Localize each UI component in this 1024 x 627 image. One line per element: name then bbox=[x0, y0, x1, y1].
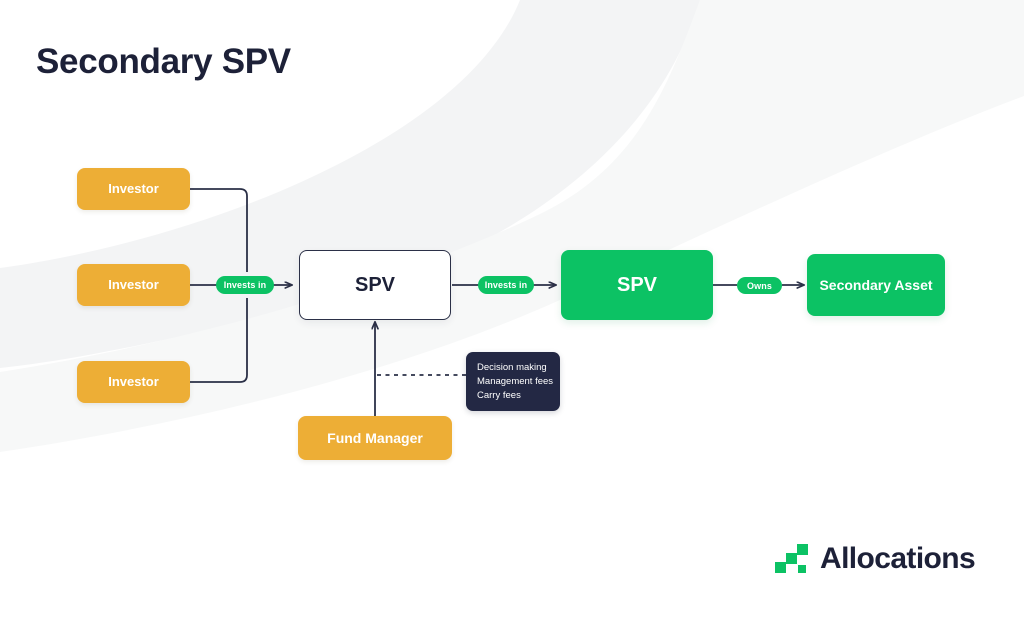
edge-label-invests-in-1: Invests in bbox=[216, 276, 274, 294]
allocations-mark-icon bbox=[775, 543, 811, 575]
secondary-asset-node[interactable]: Secondary Asset bbox=[807, 254, 945, 316]
investor-node-3-label: Investor bbox=[108, 374, 159, 390]
edge-label-invests-in-2-text: Invests in bbox=[484, 280, 528, 290]
allocations-wordmark: Allocations bbox=[820, 542, 976, 575]
investor-node-1[interactable]: Investor bbox=[77, 168, 190, 210]
spv-primary-node[interactable]: SPV bbox=[299, 250, 451, 320]
spv-primary-label: SPV bbox=[354, 274, 396, 296]
investor-node-1-label: Investor bbox=[108, 181, 159, 197]
secondary-asset-label: Secondary Asset bbox=[819, 276, 933, 293]
fund-manager-label: Fund Manager bbox=[327, 429, 423, 446]
investor-node-2-label: Investor bbox=[108, 277, 159, 293]
fund-manager-node[interactable]: Fund Manager bbox=[298, 416, 452, 460]
allocations-logo: Allocations bbox=[775, 542, 976, 575]
edge-label-invests-in-1-text: Invests in bbox=[223, 280, 267, 290]
investor-node-3[interactable]: Investor bbox=[77, 361, 190, 403]
edge-label-owns-text: Owns bbox=[747, 280, 772, 291]
spv-secondary-label: SPV bbox=[616, 274, 658, 296]
edge-label-owns: Owns bbox=[737, 277, 782, 294]
annotation-line-1: Decision making bbox=[477, 362, 547, 373]
annotation-line-3: Carry fees bbox=[477, 389, 521, 401]
investor-node-2[interactable]: Investor bbox=[77, 264, 190, 306]
annotation-line-2: Management fees bbox=[477, 375, 554, 387]
fund-manager-responsibilities-annotation: Decision making Management fees Carry fe… bbox=[466, 352, 560, 412]
edge-label-invests-in-2: Invests in bbox=[478, 276, 534, 294]
spv-secondary-node[interactable]: SPV bbox=[561, 250, 713, 320]
page-title: Secondary SPV bbox=[36, 42, 291, 81]
